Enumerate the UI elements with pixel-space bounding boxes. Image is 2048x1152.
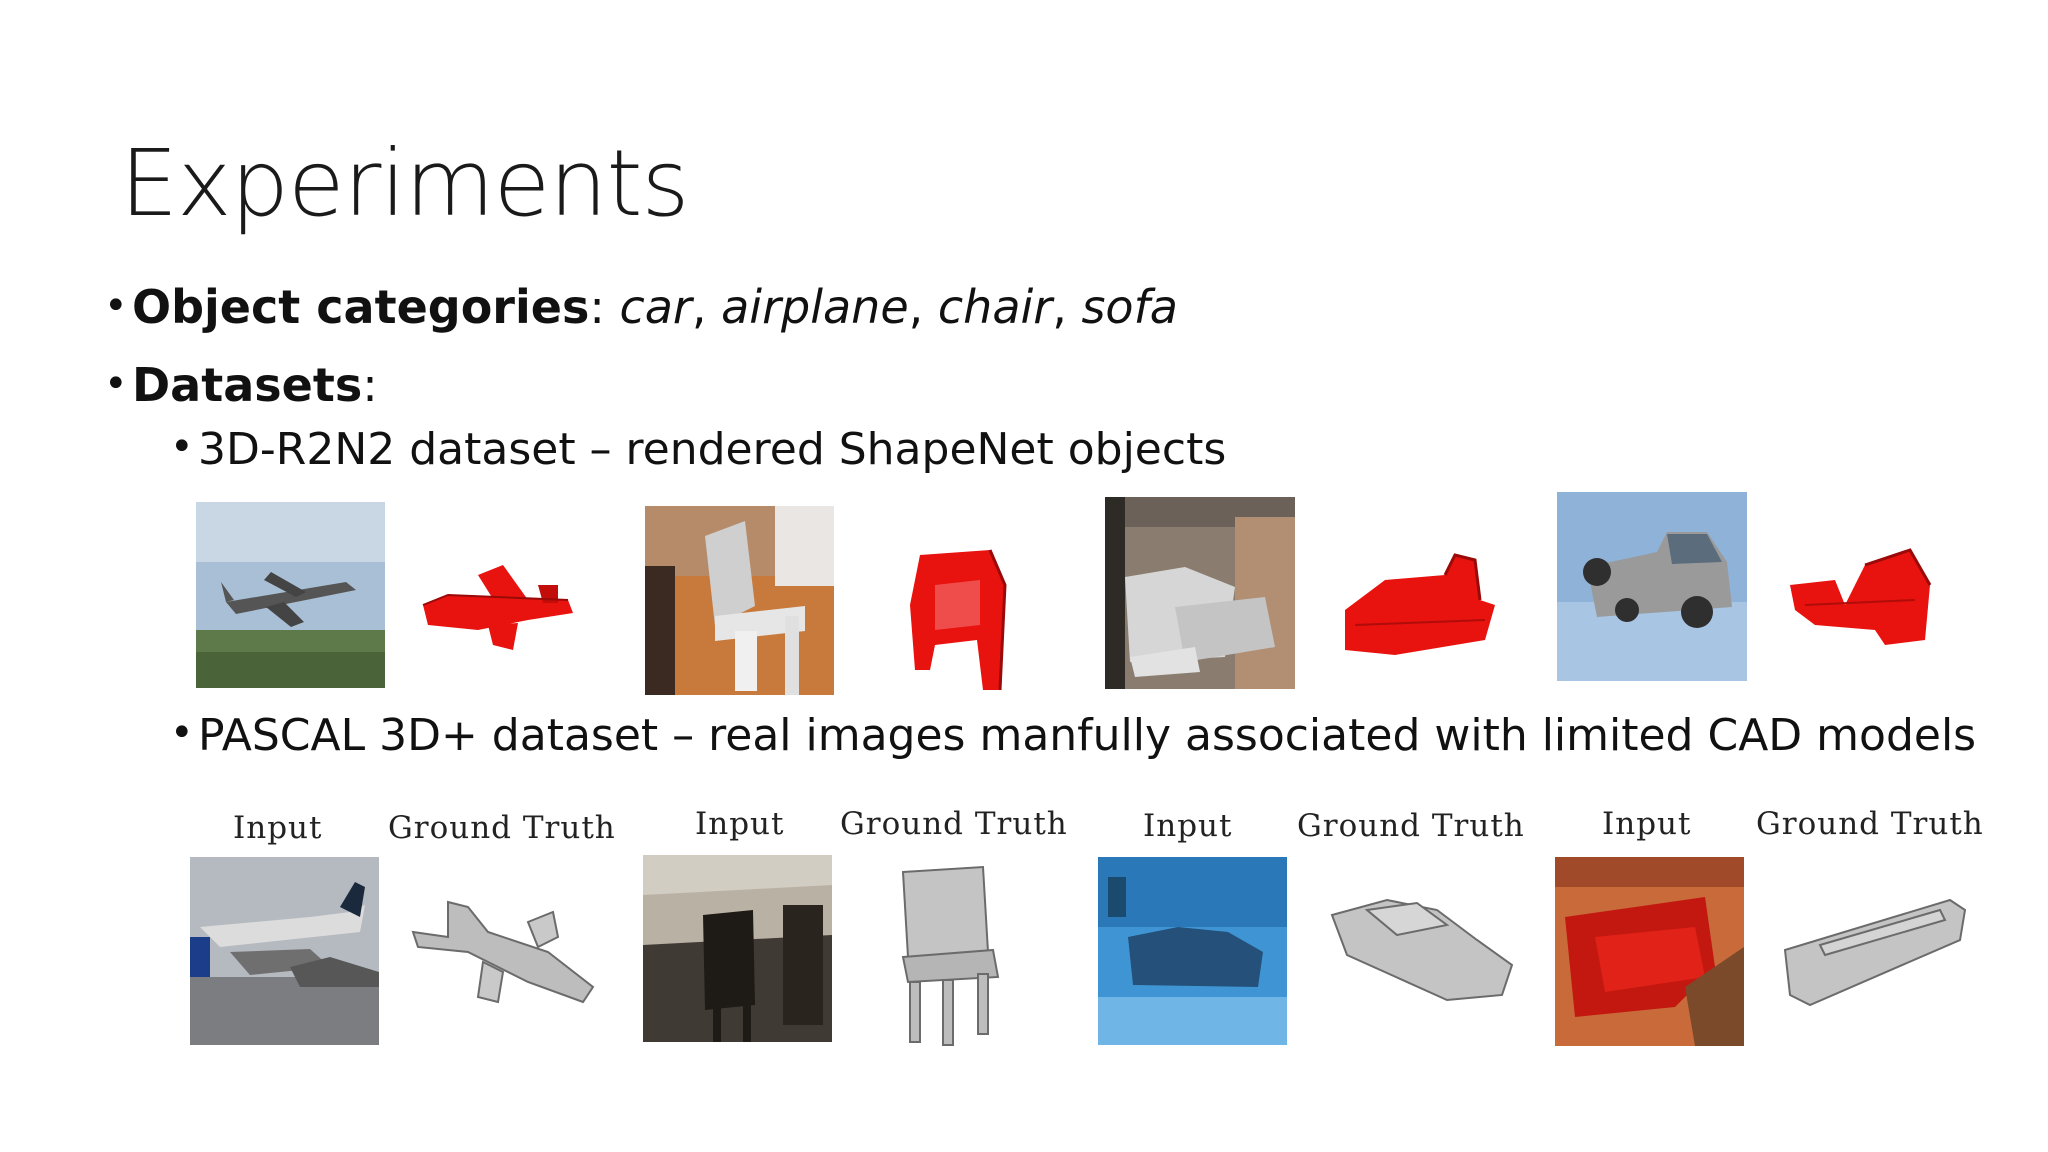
bullet-dot: •: [170, 710, 194, 756]
r2n2-chair-voxel: [905, 545, 1015, 699]
caption-gt-2: Ground Truth: [840, 806, 1068, 842]
pascal-airplane-voxel: [408, 892, 598, 1026]
object-categories-colon: :: [589, 280, 605, 334]
r2n2-car-image: [1557, 492, 1747, 681]
bullet-object-categories: •Object categories: car, airplane, chair…: [104, 280, 1178, 334]
category-airplane: airplane: [721, 280, 909, 334]
r2n2-car-voxel: [1785, 545, 1935, 659]
pascal-chair-image: [643, 855, 832, 1042]
object-categories-label: Object categories: [132, 280, 590, 334]
caption-gt-4: Ground Truth: [1756, 806, 1984, 842]
r2n2-sofa-voxel: [1335, 530, 1505, 664]
pascal-text: PASCAL 3D+ dataset – real images manfull…: [198, 710, 1977, 761]
sub-bullet-pascal: •PASCAL 3D+ dataset – real images manful…: [170, 710, 1976, 761]
r2n2-sofa-image: [1105, 497, 1295, 689]
caption-gt-3: Ground Truth: [1297, 808, 1525, 844]
r2n2-airplane-image: [196, 502, 385, 688]
pascal-sofa-voxel: [1780, 895, 1970, 1019]
caption-input-1: Input: [233, 810, 323, 846]
r2n2-text: 3D-R2N2 dataset – rendered ShapeNet obje…: [198, 424, 1227, 475]
pascal-sofa-image: [1555, 857, 1744, 1046]
datasets-label: Datasets: [132, 358, 363, 412]
bullet-datasets: •Datasets:: [104, 358, 378, 412]
r2n2-airplane-voxel: [418, 545, 578, 659]
sub-bullet-r2n2: •3D-R2N2 dataset – rendered ShapeNet obj…: [170, 424, 1226, 475]
datasets-colon: :: [362, 358, 378, 412]
bullet-dot: •: [170, 424, 194, 470]
category-car: car: [619, 280, 692, 334]
caption-input-2: Input: [695, 806, 785, 842]
r2n2-chair-image: [645, 506, 834, 695]
caption-input-3: Input: [1143, 808, 1233, 844]
bullet-dot: •: [104, 283, 128, 329]
pascal-car-image: [1098, 857, 1287, 1045]
category-sofa: sofa: [1081, 280, 1178, 334]
slide-title: Experiments: [120, 130, 689, 237]
bullet-dot: •: [104, 361, 128, 407]
caption-input-4: Input: [1602, 806, 1692, 842]
pascal-chair-voxel: [888, 862, 1008, 1056]
pascal-car-voxel: [1327, 895, 1517, 1009]
caption-gt-1: Ground Truth: [388, 810, 616, 846]
pascal-airplane-image: [190, 857, 379, 1045]
category-chair: chair: [937, 280, 1053, 334]
